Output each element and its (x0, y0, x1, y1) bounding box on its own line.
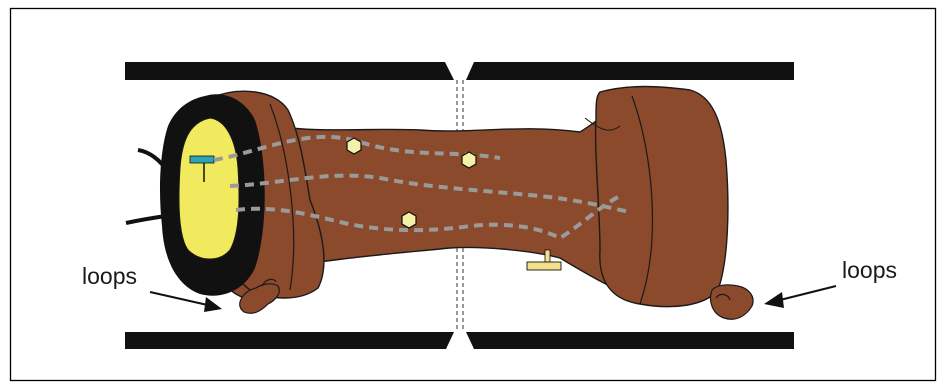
bottom-wall-left (125, 332, 454, 349)
yellow-panel (179, 118, 239, 259)
right-loops-label: loops (842, 257, 897, 283)
hex-bolt-icon (402, 212, 416, 228)
bottom-wall-right (466, 332, 794, 349)
left-loops-label: loops (82, 263, 137, 289)
arrow-icon (764, 286, 836, 308)
connector (190, 156, 214, 163)
top-wall-left (125, 62, 454, 80)
fitting-base (527, 262, 561, 270)
right-loop-knot (711, 285, 754, 319)
top-wall-right (466, 62, 794, 80)
cable-lower (126, 216, 166, 223)
hex-bolt-icon (462, 152, 476, 168)
hex-bolt-icon (347, 138, 361, 154)
